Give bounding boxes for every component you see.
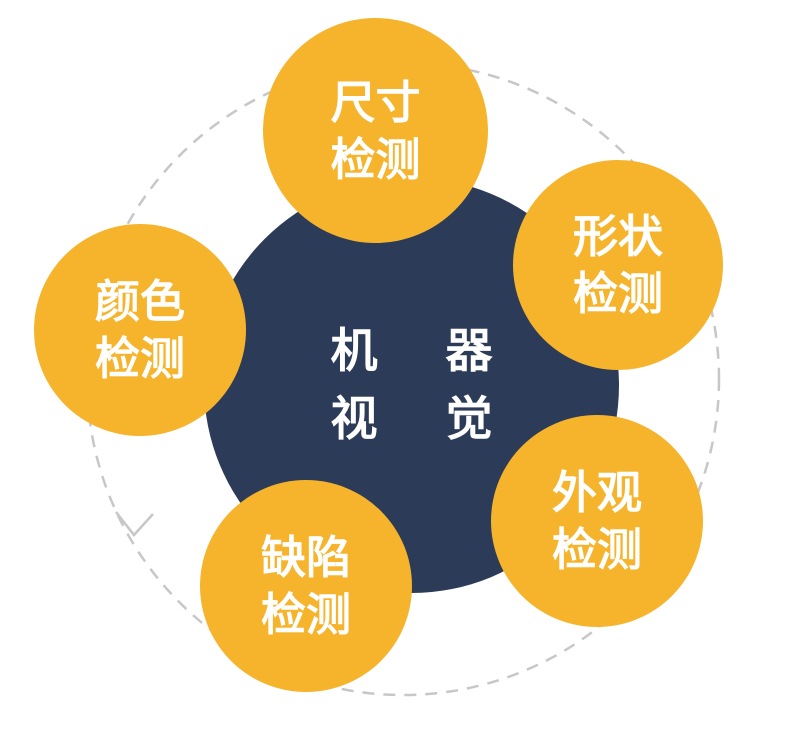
- node-label-line: 检测: [330, 132, 421, 186]
- node-label-line: 颜色: [94, 275, 185, 328]
- node-label-line: 检测: [572, 267, 663, 320]
- node-label-line: 检测: [94, 332, 185, 385]
- arrow-icon: [115, 511, 154, 537]
- node-appearance-detection: 外观 检测: [491, 415, 703, 627]
- node-color-detection: 颜色 检测: [34, 224, 246, 436]
- node-label-line: 检测: [260, 588, 351, 641]
- node-label-line: 形状: [572, 210, 663, 263]
- center-label-line1: 机 器: [330, 323, 519, 379]
- node-shape-detection: 形状 检测: [513, 160, 723, 370]
- node-label-line: 尺寸: [330, 75, 421, 129]
- node-defect-detection: 缺陷 检测: [200, 480, 412, 692]
- node-label-line: 缺陷: [260, 531, 351, 584]
- node-dimension-detection: 尺寸 检测: [263, 18, 488, 243]
- node-label-line: 外观: [551, 466, 642, 519]
- center-label-line2: 视 觉: [330, 391, 519, 447]
- node-label-line: 检测: [551, 523, 642, 576]
